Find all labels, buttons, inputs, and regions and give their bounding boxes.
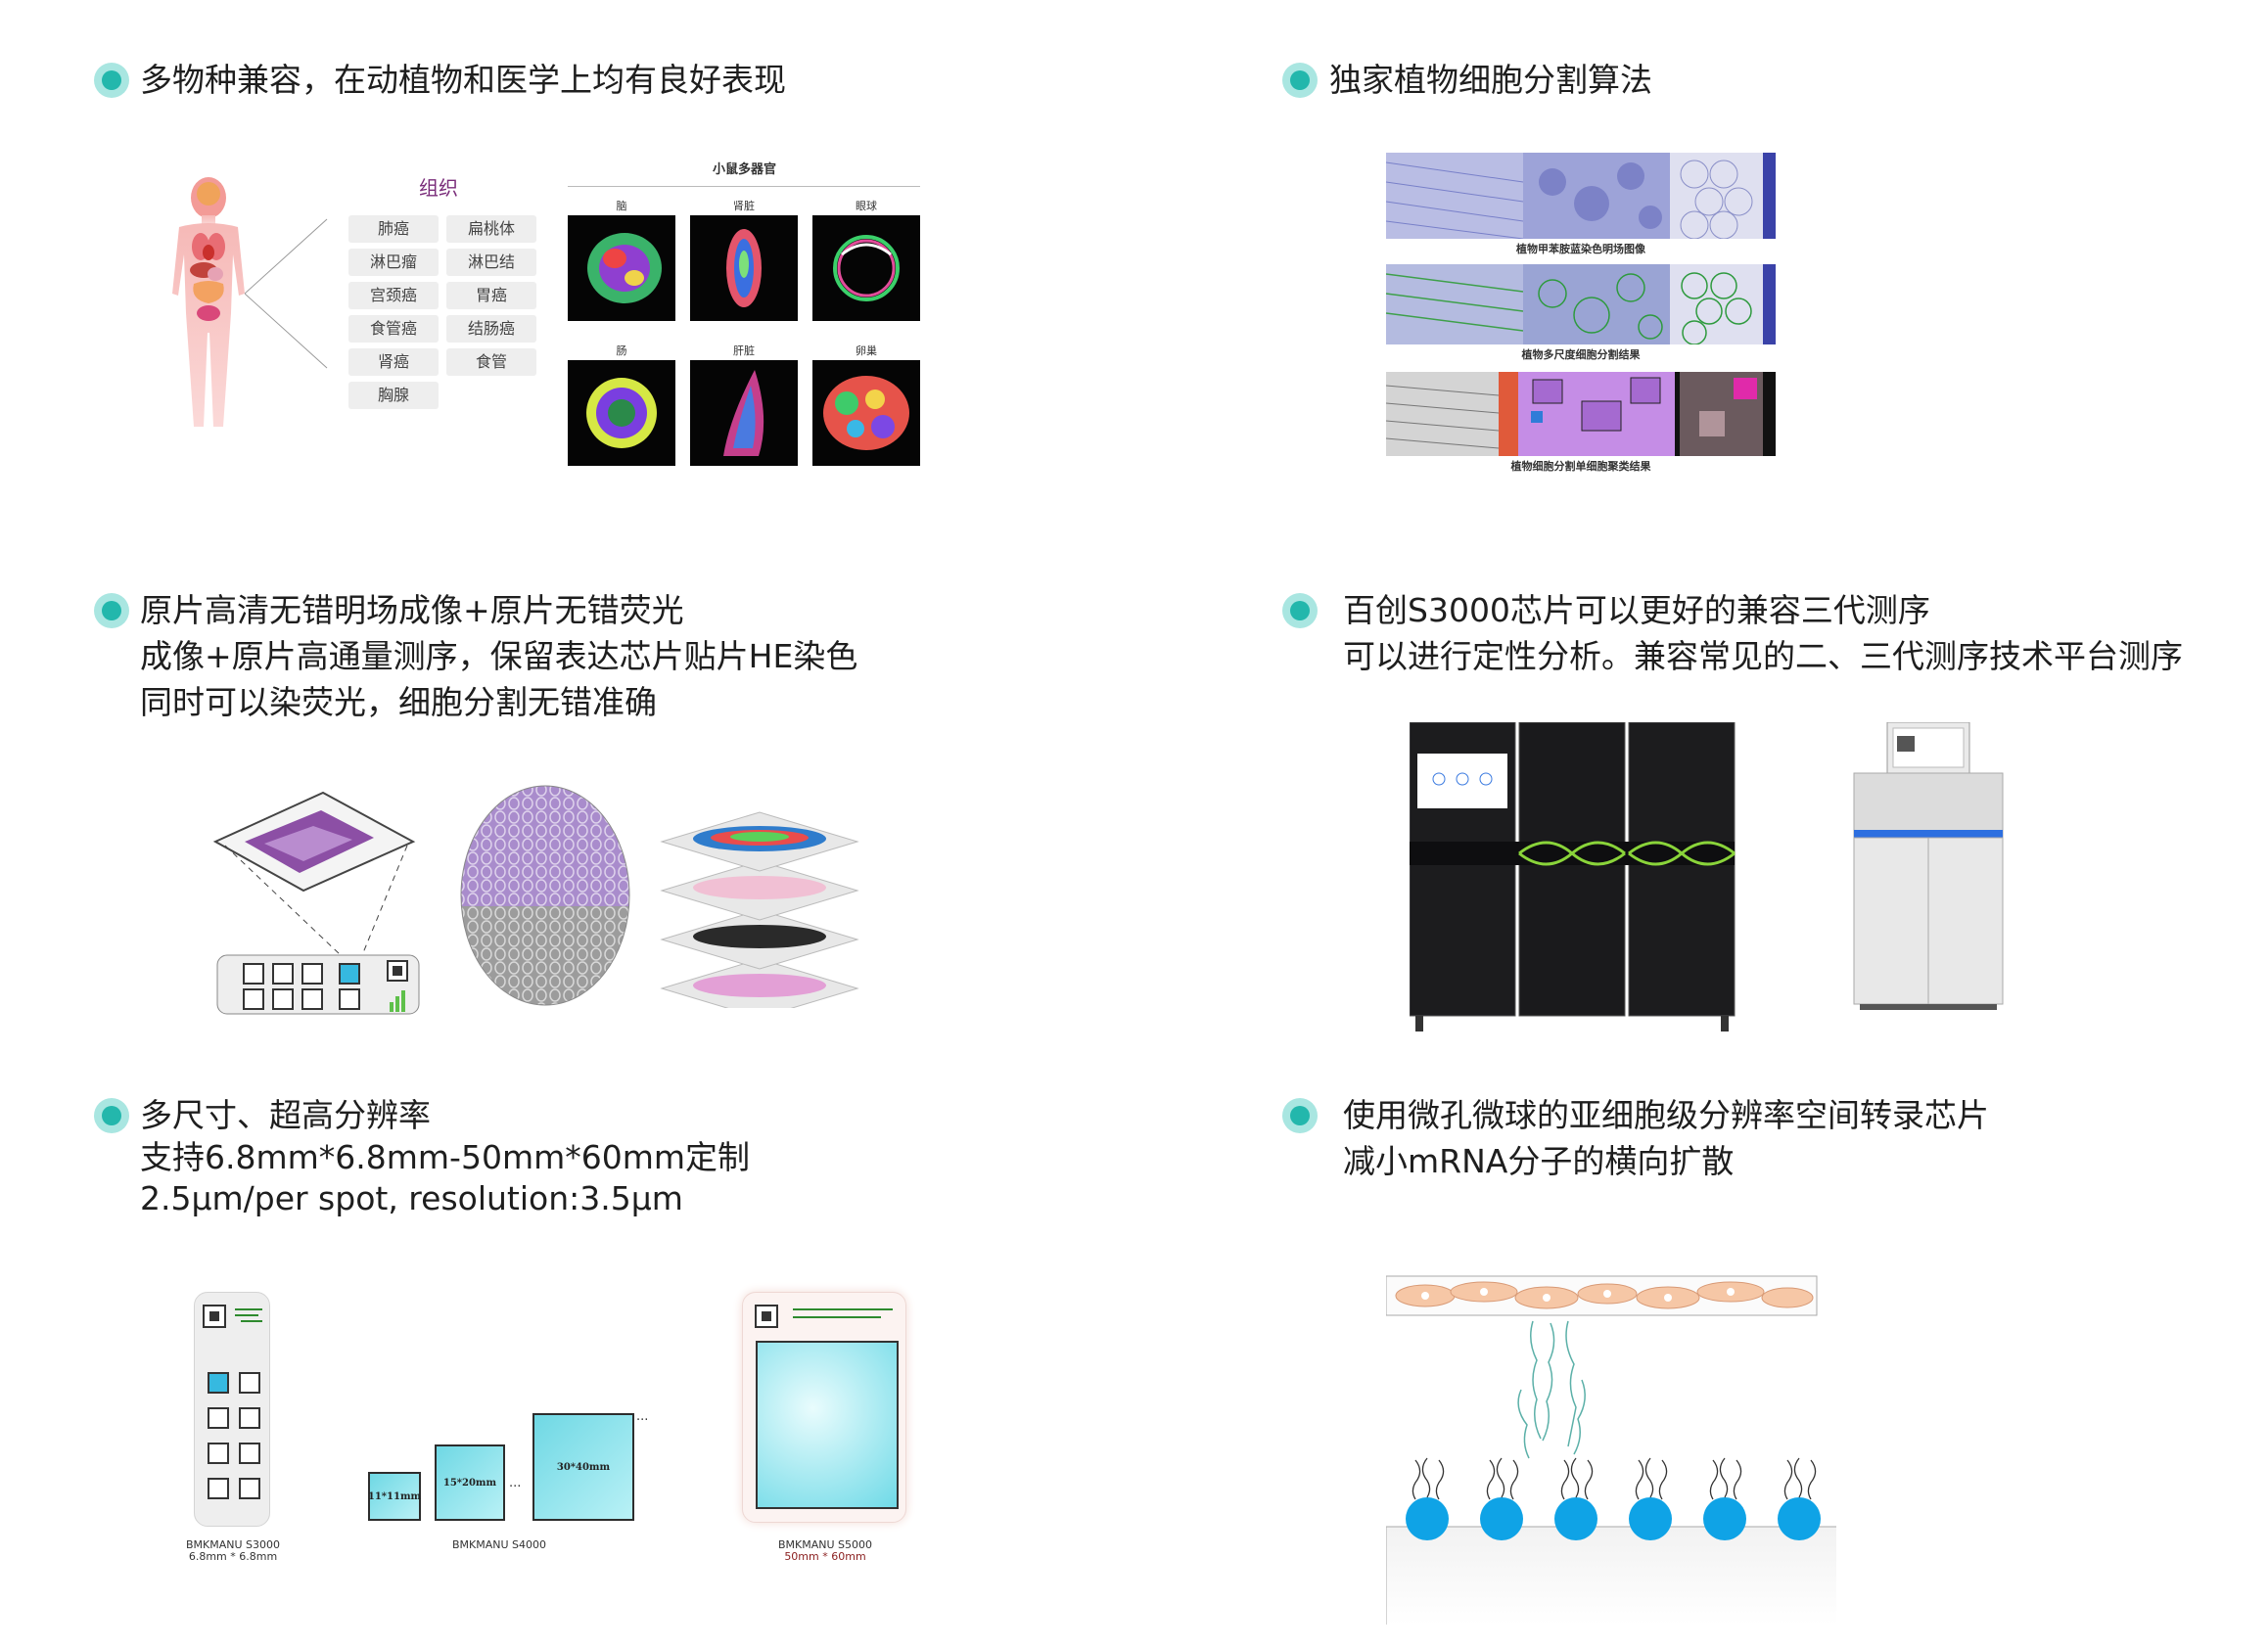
chip-well: [301, 988, 323, 1010]
chip-well-selected: [339, 963, 360, 985]
plant-segmentation-image: [1386, 264, 1776, 344]
heading-imaging-line-1: 原片高清无错明场成像+原片无错荧光: [140, 591, 684, 629]
ellipsis: ...: [636, 1409, 649, 1424]
chip-well: [208, 1443, 229, 1464]
layer-stack-illustration: [660, 811, 859, 1008]
bullet-icon: [1282, 63, 1318, 98]
plant-brightfield-image: [1386, 153, 1776, 239]
chip-well: [239, 1372, 260, 1394]
chip-well: [339, 988, 360, 1010]
tissue-tag: 肺癌: [348, 215, 439, 243]
organ-label: 肠: [616, 344, 627, 357]
sequencers-figure: [1410, 722, 2095, 1035]
heading-size-line-1: 多尺寸、超高分辨率: [140, 1096, 431, 1134]
plant-figure: 植物甲苯胺蓝染色明场图像 植物多尺度细胞分割结果 植物细胞分割单细胞聚类结果: [1386, 153, 1778, 476]
s5000-size: 50mm * 60mm: [784, 1550, 866, 1563]
tissue-tag: 胸腺: [348, 382, 439, 409]
organ-label: 肾脏: [733, 200, 755, 212]
heading-size-line-3: 2.5μm/per spot, resolution:3.5μm: [140, 1179, 683, 1217]
chip-well: [272, 988, 294, 1010]
plant-caption: 植物多尺度细胞分割结果: [1521, 348, 1641, 361]
heading-resolution-line-2: 减小mRNA分子的横向扩散: [1343, 1142, 1735, 1180]
tissue-tag: 淋巴结: [446, 249, 536, 276]
tissue-tag: 食管癌: [348, 315, 439, 343]
divider: [568, 186, 920, 187]
tissue-tag: 肾癌: [348, 348, 439, 376]
chip-well: [239, 1407, 260, 1429]
tissue-tag: 扁桃体: [446, 215, 536, 243]
bullet-icon: [94, 63, 129, 98]
bullet-icon: [94, 1098, 129, 1133]
organ-label: 脑: [616, 200, 627, 212]
s4000-chip-large: 30*40mm: [532, 1413, 634, 1521]
chip-well: [208, 1478, 229, 1499]
s3000-name: BMKMANU S3000: [185, 1538, 281, 1551]
human-body-illustration: [172, 177, 245, 427]
organ-label: 肝脏: [733, 344, 755, 357]
heading-sequencing-line-1: 百创S3000芯片可以更好的兼容三代测序: [1343, 591, 1930, 629]
tissue-title: 组织: [419, 176, 458, 200]
liver-image: [690, 360, 798, 466]
brain-image: [568, 215, 675, 321]
tissue-tag: 胃癌: [446, 282, 536, 309]
organ-label: 卵巢: [856, 344, 877, 357]
ellipsis: ...: [509, 1476, 522, 1490]
qr-signal-icon: [387, 960, 408, 1012]
heading-resolution-line-1: 使用微孔微球的亚细胞级分辨率空间转录芯片: [1343, 1096, 1989, 1134]
he-slide-illustration: [212, 791, 420, 1015]
kidney-image: [690, 215, 798, 321]
tissue-tag: 结肠癌: [446, 315, 536, 343]
plant-clustering-image: [1386, 372, 1776, 456]
qr-icon: [203, 1305, 262, 1328]
intestine-image: [568, 360, 675, 466]
s4000-chip-small: 11*11mm: [368, 1472, 421, 1521]
s4000-chip-medium: 15*20mm: [435, 1444, 505, 1521]
tissue-tag: 淋巴瘤: [348, 249, 439, 276]
chip-well: [301, 963, 323, 985]
species-figure: 组织 肺癌 扁桃体 淋巴瘤 淋巴结 宫颈癌 胃癌 食管癌 结肠癌 肾癌 食管 胸…: [147, 157, 930, 480]
ovary-image: [812, 360, 920, 466]
s5000-capture-area: [756, 1341, 899, 1509]
chip-well: [243, 963, 264, 985]
chip-well: [239, 1478, 260, 1499]
heading-size-line-2: 支持6.8mm*6.8mm-50mm*60mm定制: [140, 1138, 751, 1176]
mouse-organs-title: 小鼠多器官: [713, 162, 777, 177]
tissue-tag: 宫颈癌: [348, 282, 439, 309]
organ-label: 眼球: [856, 200, 877, 212]
microbead-diagram: [1385, 1275, 1836, 1625]
heading-imaging-line-3: 同时可以染荧光，细胞分割无错准确: [140, 683, 657, 721]
bullet-icon: [1282, 593, 1318, 628]
heading-species: 多物种兼容，在动植物和医学上均有良好表现: [140, 61, 786, 99]
chip-well-selected: [208, 1372, 229, 1394]
chip-well: [272, 963, 294, 985]
microbead-figure: [1385, 1272, 1846, 1625]
large-sequencer-image: [1410, 722, 1736, 1031]
eye-image: [812, 215, 920, 321]
plant-caption: 植物细胞分割单细胞聚类结果: [1510, 460, 1651, 473]
chip-well: [239, 1443, 260, 1464]
plant-caption: 植物甲苯胺蓝染色明场图像: [1516, 243, 1645, 255]
tissue-zoom-oval: [460, 785, 630, 1006]
qr-icon: [755, 1305, 893, 1328]
tissue-tag: 食管: [446, 348, 536, 376]
heading-imaging-line-2: 成像+原片高通量测序，保留表达芯片贴片HE染色: [140, 637, 858, 675]
chip-well: [243, 988, 264, 1010]
benchtop-sequencer-image: [1853, 722, 2004, 1010]
bullet-icon: [1282, 1098, 1318, 1133]
s3000-size: 6.8mm * 6.8mm: [188, 1550, 278, 1563]
connector-lines: [245, 218, 328, 369]
chip-sizes-figure: BMKMANU S3000 6.8mm * 6.8mm 11*11mm 15*2…: [176, 1292, 940, 1576]
s5000-name: BMKMANU S5000: [777, 1538, 873, 1551]
heading-plant-segmentation: 独家植物细胞分割算法: [1329, 61, 1652, 99]
imaging-figure: [206, 783, 891, 1018]
s4000-name: BMKMANU S4000: [451, 1538, 547, 1551]
bullet-icon: [94, 593, 129, 628]
chip-well: [208, 1407, 229, 1429]
heading-sequencing-line-2: 可以进行定性分析。兼容常见的二、三代测序技术平台测序: [1343, 637, 2183, 675]
